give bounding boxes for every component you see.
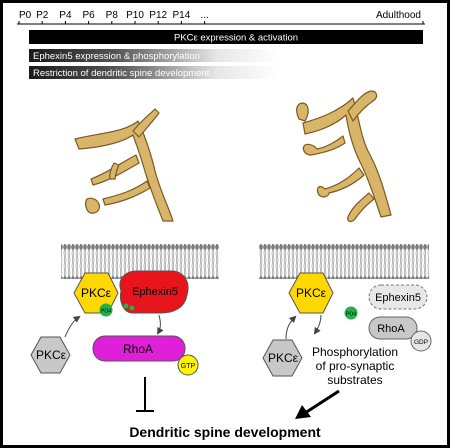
timeline-tick-label: P8 xyxy=(106,10,119,21)
substrates-label-line2: of pro-synaptic xyxy=(316,359,395,373)
ephexin5-shape-right xyxy=(368,284,428,310)
substrates-label-line3: substrates xyxy=(327,373,382,387)
po4-label-right: PO4 xyxy=(346,312,356,318)
timeline-tick-label: P14 xyxy=(173,10,191,21)
rhoa-shape-right xyxy=(368,316,418,340)
gtp-label: GTP xyxy=(181,363,196,370)
left-panel: PKCε Ephexin5 PO4 PKCε RhoA GTP xyxy=(30,270,199,412)
pkc-expression-bar xyxy=(29,30,423,44)
po4-label-left: PO4 xyxy=(101,309,111,315)
ephexin5-shape-left xyxy=(119,270,189,314)
translocation-arrow-left xyxy=(64,315,81,338)
timeline-tick-label: P2 xyxy=(36,10,49,21)
ephexin5-label-right: Ephexin5 xyxy=(375,292,421,304)
ephexin5-label-left: Ephexin5 xyxy=(132,286,178,298)
rhoa-label-left: RhoA xyxy=(123,342,153,356)
pkc-expression-label: PKCε expression & activation xyxy=(174,33,298,44)
phospho-dot-1 xyxy=(123,303,129,309)
timeline-tick-label: P4 xyxy=(59,10,72,21)
po4-icon-left xyxy=(99,303,113,317)
phospho-dot-2 xyxy=(129,305,135,311)
pkc-free-hexagon-right xyxy=(262,339,303,377)
rhoa-shape-left xyxy=(92,335,186,362)
pkc-to-substrates-arrow xyxy=(313,314,322,335)
pkc-free-hexagon-left xyxy=(30,336,71,374)
pkc-free-label-right: PKCε xyxy=(268,351,299,365)
timeline-tick-label: P0 xyxy=(19,10,32,21)
rhoa-label-right: RhoA xyxy=(377,323,405,335)
pkc-membrane-label-left: PKCε xyxy=(81,286,112,300)
right-panel: PKCε PO4 Ephexin5 RhoA GDP PKCε Phosphor… xyxy=(262,272,432,419)
ephexin-to-rhoa-arrow xyxy=(156,314,164,335)
diagram-canvas: P0 P2 P4 P6 P8 P10 P12 P14... Adulthood PKCε ex… xyxy=(17,10,432,440)
adulthood-label: Adulthood xyxy=(376,10,421,21)
gdp-icon xyxy=(410,330,432,352)
gtp-icon xyxy=(177,354,199,376)
substrates-label-line1: Phosphorylation xyxy=(312,345,398,359)
spine-restriction-bar xyxy=(29,66,279,79)
ephexin5-expression-bar xyxy=(29,49,279,62)
gdp-label: GDP xyxy=(414,339,428,346)
timeline-tick-label: P12 xyxy=(149,10,167,21)
pkc-membrane-hexagon-right xyxy=(288,272,334,314)
dendrite-left xyxy=(74,108,174,222)
promotion-arrow-head xyxy=(295,405,311,419)
promotion-arrow-shaft xyxy=(304,389,340,415)
pkc-free-label-left: PKCε xyxy=(36,348,67,362)
po4-icon-right xyxy=(344,306,358,320)
outcome-label: Dendritic spine development xyxy=(129,424,321,440)
timeline: P0 P2 P4 P6 P8 P10 P12 P14... Adulthood PKCε ex… xyxy=(17,10,425,79)
spine-restriction-label: Restriction of dendritic spine developme… xyxy=(33,68,210,79)
dendrite-right xyxy=(296,90,392,223)
timeline-tick-label: P6 xyxy=(82,10,95,21)
ephexin5-expression-label: Ephexin5 expression & phosphorylation xyxy=(33,51,200,62)
timeline-tick-label: P10 xyxy=(126,10,144,21)
timeline-tick-label: ... xyxy=(200,10,208,21)
membrane-right xyxy=(259,243,429,279)
translocation-arrow-right xyxy=(285,315,297,340)
pkc-membrane-label-right: PKCε xyxy=(296,286,327,300)
